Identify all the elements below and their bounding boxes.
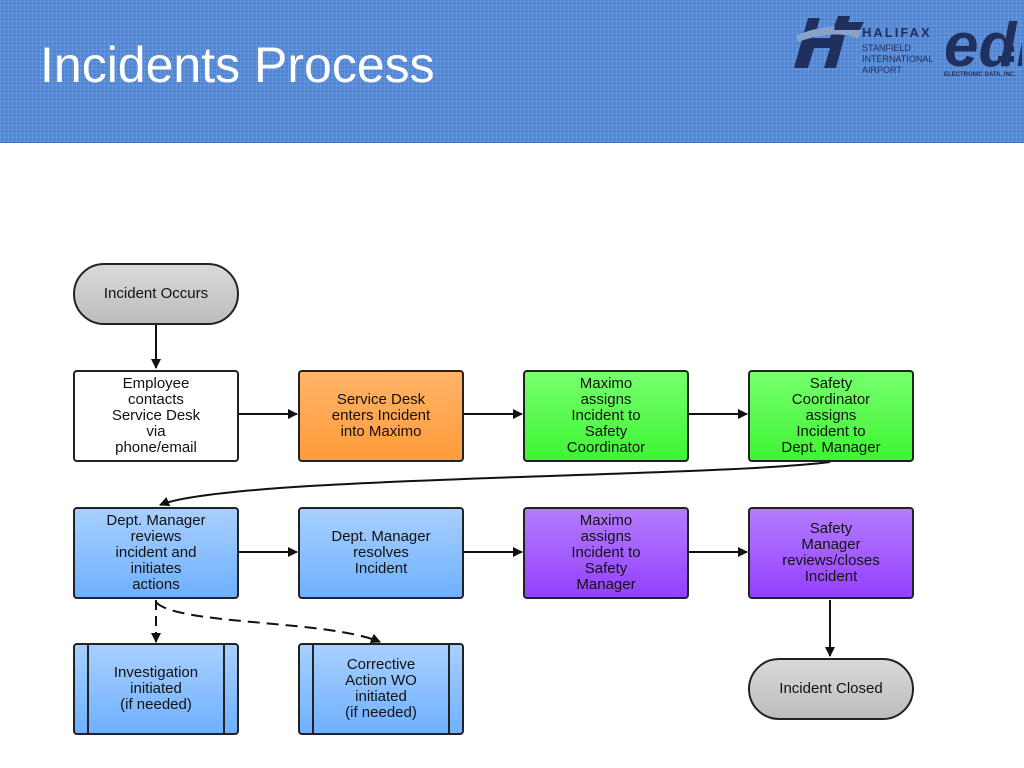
node-incident-occurs: Incident Occurs (73, 263, 239, 325)
halifax-wordmark: HALIFAX (862, 25, 932, 40)
svg-text:edi: edi (944, 11, 1022, 80)
process-bar-left (300, 645, 314, 733)
edi-caption: ELECTRONIC DATA, INC. (944, 72, 1016, 78)
node-corrective-action: Corrective Action WO initiated (if neede… (298, 643, 464, 735)
node-service-desk-enters: Service Desk enters Incident into Maximo (298, 370, 464, 462)
halifax-line-2: INTERNATIONAL (862, 54, 934, 64)
node-investigation: Investigation initiated (if needed) (73, 643, 239, 735)
edi-logo-icon: edi (944, 11, 1022, 80)
node-employee-contacts: Employee contacts Service Desk via phone… (73, 370, 239, 462)
node-maximo-assigns-coordinator: Maximo assigns Incident to Safety Coordi… (523, 370, 689, 462)
halifax-airport-logo-icon (794, 16, 864, 68)
node-corrective-action-label: Corrective Action WO initiated (if neede… (345, 656, 417, 721)
slide-header: Incidents Process HALIFAX STANFIELD INTE… (0, 0, 1024, 143)
slide-title: Incidents Process (40, 37, 435, 93)
process-bar-left (75, 645, 89, 733)
node-dept-manager-resolves: Dept. Manager resolves Incident (298, 507, 464, 599)
node-investigation-label: Investigation initiated (if needed) (113, 664, 199, 713)
halifax-line-3: AIRPORT (862, 65, 902, 75)
process-bar-right (448, 645, 462, 733)
node-maximo-assigns-safety-manager: Maximo assigns Incident to Safety Manage… (523, 507, 689, 599)
halifax-line-1: STANFIELD (862, 43, 911, 53)
arrow-reviews-to-corrective (155, 601, 381, 643)
process-bar-right (223, 645, 237, 733)
node-coordinator-assigns: Safety Coordinator assigns Incident to D… (748, 370, 914, 462)
node-incident-closed: Incident Closed (748, 658, 914, 720)
node-safety-manager-closes: Safety Manager reviews/closes Incident (748, 507, 914, 599)
arrow-coordinator-to-deptmanager (159, 461, 831, 507)
node-dept-manager-reviews: Dept. Manager reviews incident and initi… (73, 507, 239, 599)
